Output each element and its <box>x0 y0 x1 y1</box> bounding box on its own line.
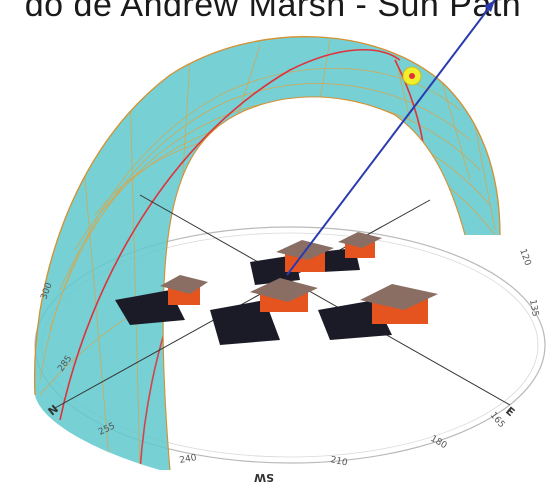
buildings <box>160 232 438 324</box>
direction-mark-south: SW <box>254 471 274 484</box>
sun-position-dot <box>409 73 415 79</box>
building-2 <box>250 278 318 312</box>
building-4 <box>338 232 382 258</box>
sun-ray <box>286 0 496 276</box>
tick-label: 240 <box>179 453 198 466</box>
building-1 <box>160 275 208 305</box>
dome-outer-edge <box>33 36 501 396</box>
tick-label: 210 <box>329 455 348 468</box>
dome-inner-edge <box>162 96 466 471</box>
caption-title: do de Andrew Marsh - Sun Path <box>24 0 522 24</box>
building-5 <box>360 284 438 324</box>
tick-label: 135 <box>527 299 540 318</box>
sun-ray-arrowhead <box>484 0 495 12</box>
tick-label: 120 <box>517 248 532 268</box>
